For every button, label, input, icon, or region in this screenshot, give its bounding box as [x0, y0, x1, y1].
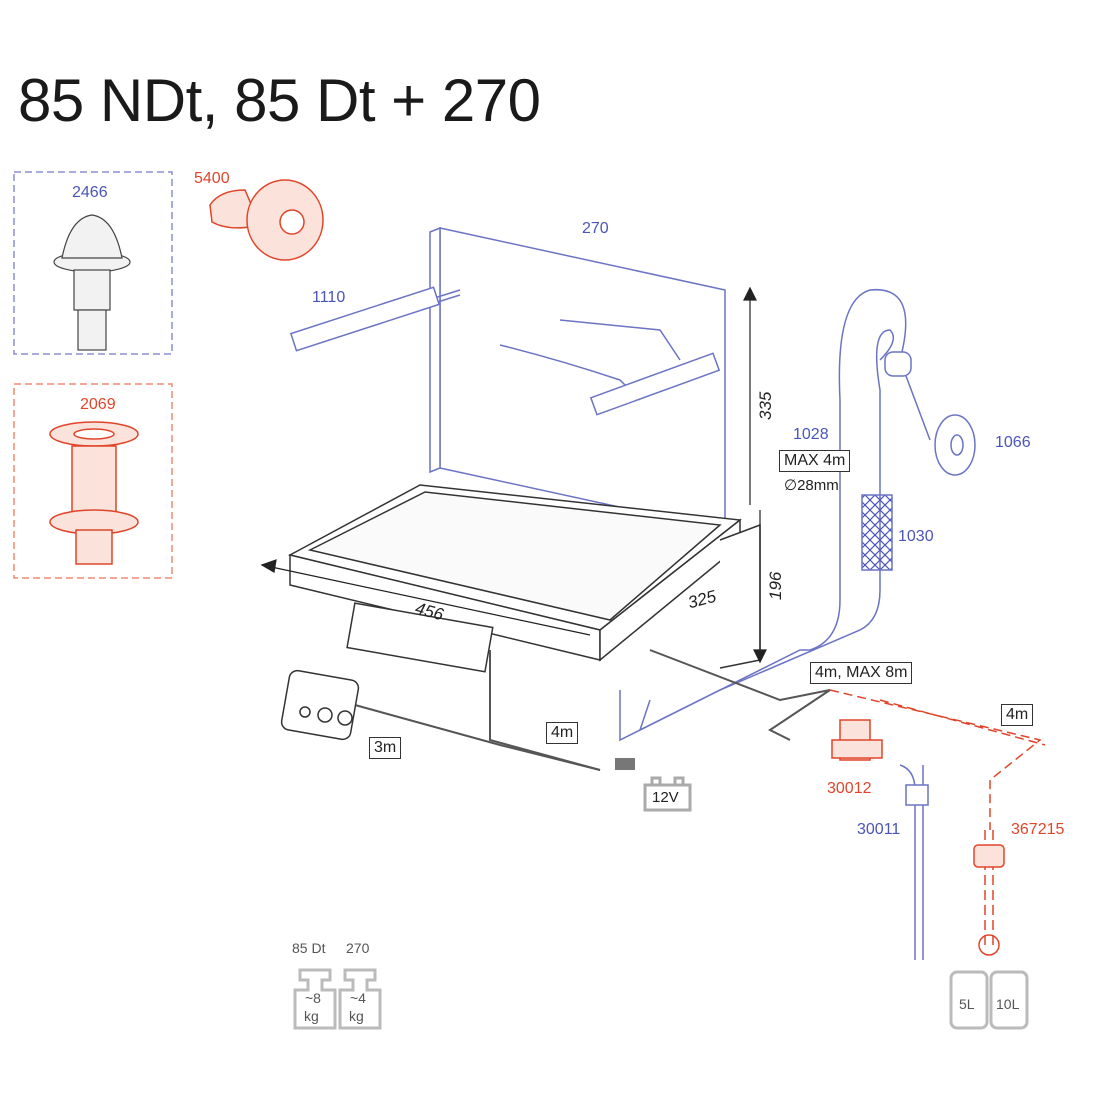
dimension-196: 196 [766, 571, 785, 600]
water-tanks [949, 970, 1029, 1030]
vent-cap-2466 [53, 214, 131, 351]
part-label-270: 270 [582, 220, 609, 237]
battery-icon [643, 776, 692, 812]
weight-label-85dt: 85 Dt [292, 940, 326, 956]
option-frame-2069 [13, 383, 173, 579]
weight-unit-85dt: kg [304, 1008, 319, 1024]
weight-unit-270: kg [349, 1008, 364, 1024]
battery-label: 12V [652, 789, 679, 806]
hose-max-length-box: MAX 4m [779, 450, 851, 472]
cable-length-box-4m-max8m: 4m, MAX 8m [810, 662, 913, 684]
part-label-2466: 2466 [72, 184, 108, 201]
hose-diameter-label: ∅28mm [784, 477, 839, 494]
part-label-30012: 30012 [827, 780, 872, 797]
exhaust-hose [619, 289, 976, 742]
part-label-1028: 1028 [793, 426, 829, 443]
heater-85dt [287, 484, 761, 673]
cable-length-box-4m: 4m [546, 722, 579, 744]
part-label-1110: 1110 [312, 289, 346, 306]
panel-270 [289, 226, 726, 531]
suction-tube-367215 [973, 830, 1005, 956]
option-frame-2466 [13, 171, 173, 355]
tank-label-10l: 10L [996, 996, 1020, 1012]
part-label-30011: 30011 [857, 821, 901, 838]
control-panel [280, 669, 360, 741]
part-label-2069: 2069 [80, 396, 116, 413]
weight-value-270: ~4 [350, 990, 366, 1006]
part-label-367215: 367215 [1011, 821, 1065, 838]
vent-5400 [209, 179, 324, 261]
weight-icons [293, 968, 382, 1030]
cables [354, 649, 831, 771]
part-label-5400: 5400 [194, 170, 230, 187]
weight-value-85dt: ~8 [305, 990, 321, 1006]
fuse-icon [615, 758, 635, 770]
water-line [829, 689, 1046, 830]
dimension-335: 335 [756, 391, 775, 420]
flue-2069 [49, 421, 139, 565]
cable-length-box-3m: 3m [369, 737, 402, 759]
dimension-lines [260, 286, 767, 664]
pump-30012 [831, 719, 883, 761]
suction-tube-30011 [899, 764, 929, 960]
page-title: 85 NDt, 85 Dt + 270 [18, 67, 541, 134]
weight-label-270: 270 [346, 940, 370, 956]
water-line-length-box: 4m [1001, 704, 1034, 726]
part-label-1030: 1030 [898, 528, 934, 545]
part-label-1066: 1066 [995, 434, 1031, 451]
tank-label-5l: 5L [959, 996, 975, 1012]
